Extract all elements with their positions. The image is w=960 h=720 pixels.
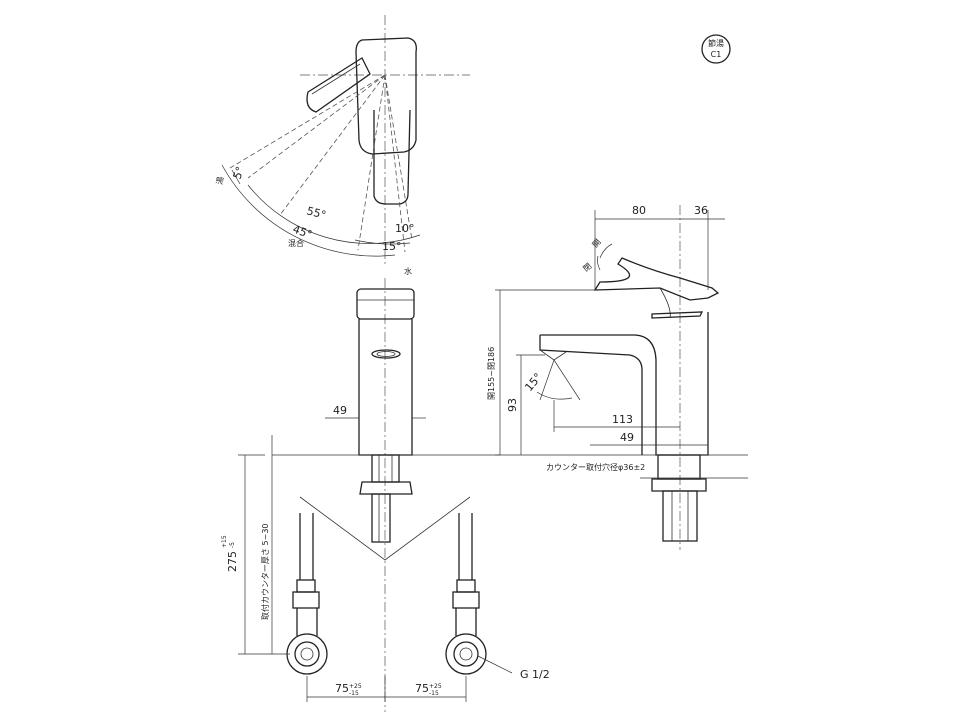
side-dim-49: 49 [620, 431, 634, 444]
label-hot: 湯 [214, 176, 225, 186]
side-dim-36: 36 [694, 204, 708, 217]
front-dim-49: 49 [333, 404, 347, 417]
badge-line1: 節湯 [708, 38, 724, 48]
front-dim-75-right: 75 [415, 682, 429, 695]
front-view: G 1/2 49 275 +15 -5 取付カウンター厚さ 5~30 75 +2… [221, 278, 550, 712]
side-dim-93: 93 [506, 398, 519, 412]
front-dim-275-tol-dn: -5 [229, 542, 236, 548]
side-angle-15: 15° [522, 371, 544, 394]
top-view: 5° 55° 45° 10° 15° 湯 混合 水 [214, 15, 470, 276]
top-angle-55: 55° [305, 204, 327, 222]
side-dim-113: 113 [612, 413, 633, 426]
front-dim-275: 275 [226, 551, 239, 572]
side-view: 開 閉 80 36 開155~閉186 93 15° 113 [487, 204, 748, 550]
front-dim-75-left-tol-dn: -15 [349, 690, 359, 697]
label-water: 水 [404, 266, 412, 276]
front-dim-75-left-tol-up: +25 [349, 683, 362, 690]
label-open: 開 [591, 237, 603, 249]
top-angle-5: 5° [231, 165, 247, 181]
label-mix: 混合 [288, 238, 304, 248]
water-saving-badge: 節湯 C1 [701, 34, 731, 64]
side-dim-height: 開155~閉186 [487, 347, 496, 400]
side-dim-80: 80 [632, 204, 646, 217]
label-close: 閉 [582, 261, 594, 273]
top-angle-15: 15° [382, 240, 402, 253]
front-dim-275-tol-up: +15 [221, 535, 228, 548]
top-angle-10: 10° [395, 222, 415, 235]
counter-thickness: 取付カウンター厚さ 5~30 [260, 523, 270, 620]
front-dim-75-right-tol-up: +25 [429, 683, 442, 690]
top-angle-45: 45° [291, 223, 314, 242]
front-dim-75-left: 75 [335, 682, 349, 695]
front-dim-75-right-tol-dn: -15 [429, 690, 439, 697]
thread-label: G 1/2 [520, 668, 550, 681]
badge-line2: C1 [711, 50, 722, 59]
counter-hole-label: カウンター取付穴径φ36±2 [546, 462, 645, 472]
